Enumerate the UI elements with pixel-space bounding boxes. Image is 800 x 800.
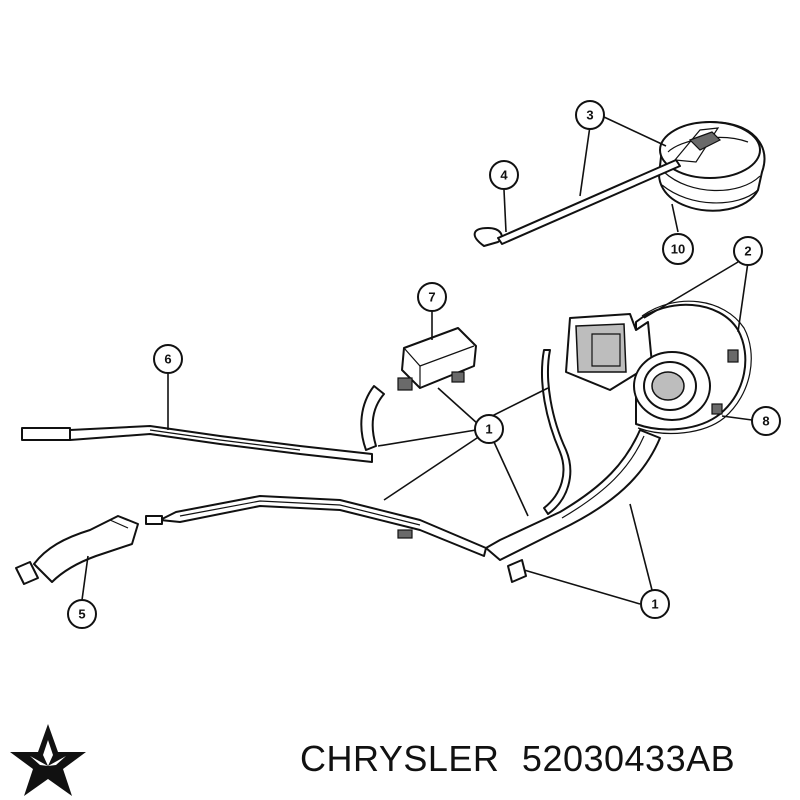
callout-5: 5 — [67, 599, 97, 629]
callout-1-lower: 1 — [640, 589, 670, 619]
svg-text:7: 7 — [428, 290, 435, 305]
fuel-cap — [658, 121, 766, 212]
svg-text:6: 6 — [164, 352, 171, 367]
callout-6: 6 — [153, 344, 183, 374]
callout-10: 10 — [662, 233, 694, 265]
chrysler-pentastar-logo — [10, 724, 86, 796]
cap-tether — [473, 159, 681, 247]
svg-text:1: 1 — [651, 597, 658, 612]
vent-valve — [360, 327, 477, 451]
callout-1-upper: 1 — [474, 414, 504, 444]
svg-text:10: 10 — [671, 242, 685, 257]
brand-name: CHRYSLER — [300, 738, 500, 779]
svg-text:8: 8 — [762, 414, 769, 429]
callout-7: 7 — [417, 282, 447, 312]
part-number: 52030433AB — [521, 738, 736, 779]
leader-lines — [81, 116, 753, 605]
callout-2: 2 — [733, 236, 763, 266]
callout-4: 4 — [489, 160, 519, 190]
vent-line — [21, 425, 373, 463]
svg-text:2: 2 — [744, 244, 751, 259]
filler-hose — [15, 515, 139, 585]
filler-tube — [145, 349, 661, 583]
brand-caption: CHRYSLER 52030433AB — [300, 738, 735, 780]
callout-3: 3 — [575, 100, 605, 130]
svg-text:1: 1 — [485, 422, 492, 437]
svg-text:5: 5 — [78, 607, 85, 622]
callout-8: 8 — [751, 406, 781, 436]
svg-text:4: 4 — [500, 168, 508, 183]
svg-text:3: 3 — [586, 108, 593, 123]
filler-housing — [565, 300, 752, 435]
